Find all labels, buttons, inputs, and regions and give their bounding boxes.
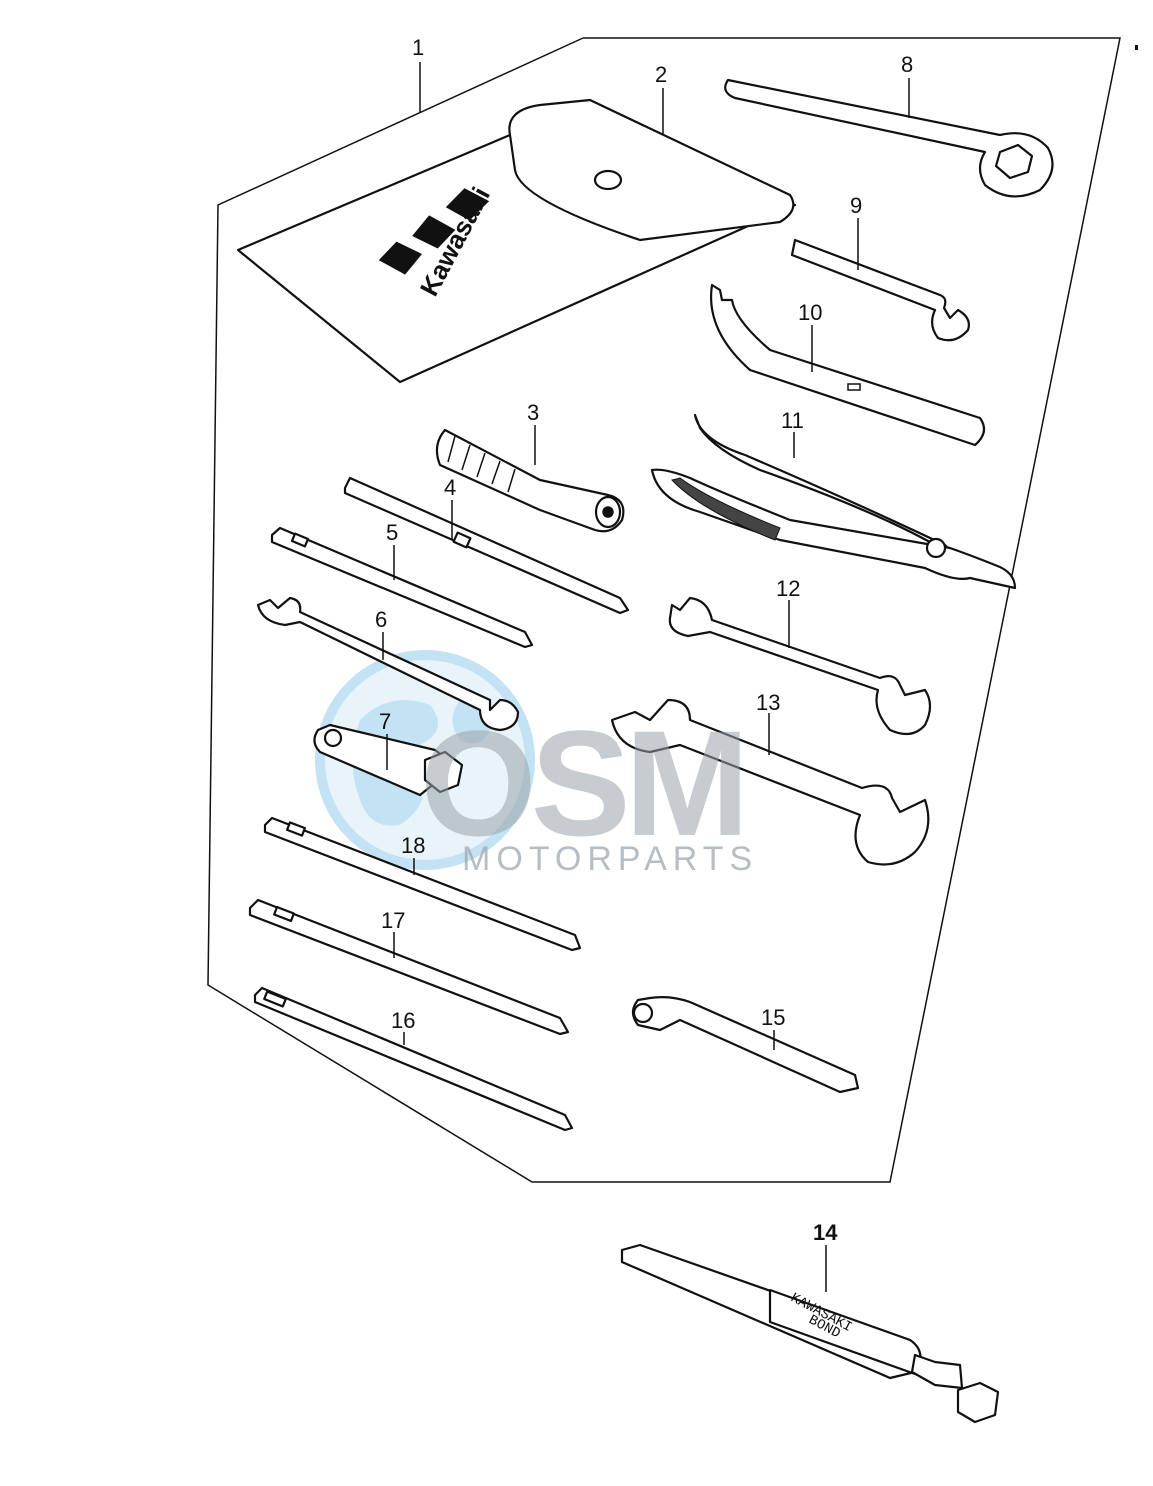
callout-16: 16 [391,1008,415,1033]
open-wrench-13 [610,698,930,866]
watermark-logo-text: OSM [420,699,744,867]
callout-15: 15 [761,1005,785,1030]
callout-4: 4 [444,475,456,500]
pliers [650,413,1017,590]
extension-bar [631,996,860,1094]
callout-12: 12 [776,576,800,601]
callout-numbers: 1 2 3 4 5 6 7 8 9 10 11 12 13 14 15 16 1… [375,35,913,1245]
leader-lines [382,62,910,1292]
callout-3: 3 [527,400,539,425]
box-wrench [724,78,1054,198]
callout-17: 17 [381,908,405,933]
open-wrench-12 [668,596,932,736]
socket-tool [435,428,625,533]
callout-1: 1 [412,35,424,60]
callout-9: 9 [850,193,862,218]
callout-11: 11 [781,408,804,433]
callout-6: 6 [375,607,387,632]
callout-13: 13 [756,690,780,715]
callout-2: 2 [655,62,667,87]
speck-mark [1135,45,1138,50]
callout-18: 18 [401,833,425,858]
bond-tube: KAWASAKI BOND [620,1243,1000,1424]
callout-5: 5 [386,520,398,545]
tool-pouch: Kawasaki [236,98,797,384]
screwdriver-16 [253,986,574,1132]
callout-8: 8 [901,52,913,77]
screwdriver-18 [263,816,582,952]
kit-outline [207,37,1121,1183]
callout-7: 7 [379,709,391,734]
screwdriver-17 [248,898,570,1036]
callout-10: 10 [798,300,822,325]
screwdriver-5 [270,526,534,649]
hook-spanner [710,283,986,447]
screwdriver-bar-4 [343,476,630,615]
double-open-wrench-6 [256,596,520,732]
watermark-sub-text: MOTORPARTS [462,840,758,878]
spark-plug-wrench [313,723,464,797]
small-open-wrench [790,238,970,342]
callout-14: 14 [813,1220,838,1245]
